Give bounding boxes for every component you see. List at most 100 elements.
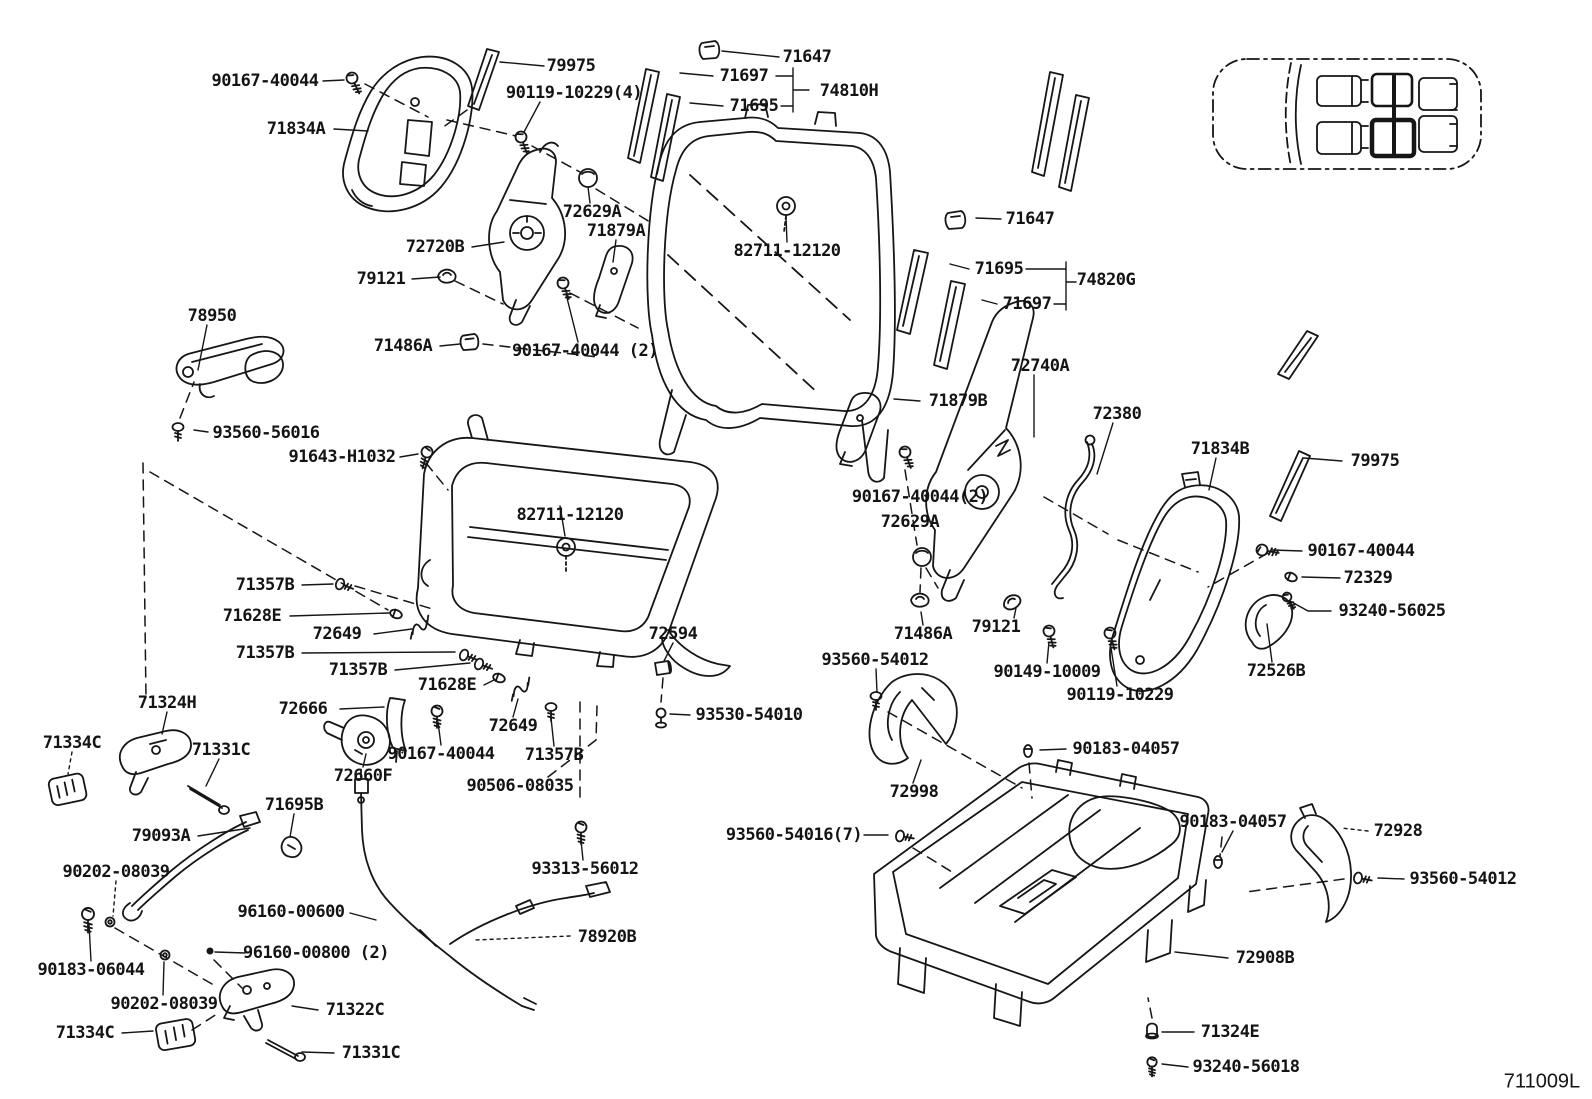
part-label-82711-12120-2: 82711-12120	[516, 505, 624, 525]
part-label-71334c: 71334C	[42, 733, 102, 753]
part-label-90183-04057-2: 90183-04057	[1179, 812, 1287, 832]
part-label-93240-56025: 93240-56025	[1338, 601, 1446, 621]
recliner-72720b	[489, 143, 565, 325]
part-label-72629a: 72629A	[562, 202, 622, 222]
bracket-71879b	[836, 393, 880, 466]
part-label-71357b: 71357B	[235, 575, 295, 595]
clamp-71695b	[282, 837, 302, 857]
part-label-90119-10229-2: 90119-10229	[1066, 685, 1174, 705]
part-label-72928: 72928	[1373, 821, 1423, 841]
part-label-90506-08035: 90506-08035	[466, 776, 574, 796]
part-label-71695b: 71695B	[264, 795, 324, 815]
seat-base-pan	[874, 760, 1209, 1026]
part-label-71357b-2: 71357B	[235, 643, 295, 663]
part-label-79121-2: 79121	[971, 617, 1021, 637]
part-label-72660f: 72660F	[333, 766, 393, 786]
part-label-71834a: 71834A	[266, 119, 326, 139]
striker-71334c-a	[48, 773, 88, 807]
part-label-72740a: 72740A	[1010, 356, 1070, 376]
part-label-79121: 79121	[356, 269, 406, 289]
lever-72666	[387, 698, 406, 762]
part-label-74810h: 74810H	[819, 81, 879, 101]
part-label-93240-56018: 93240-56018	[1192, 1057, 1300, 1077]
bracket-71879a	[594, 246, 633, 318]
cover-72928	[1291, 804, 1351, 922]
part-label-71628e-2: 71628E	[417, 675, 477, 695]
seat-back-board	[647, 104, 895, 482]
bolt-71331c-b	[266, 1040, 305, 1061]
part-label-93530-54010: 93530-54010	[695, 705, 803, 725]
part-label-90183-04057: 90183-04057	[1072, 739, 1180, 759]
part-label-71647: 71647	[782, 47, 832, 67]
part-label-71647-2: 71647	[1005, 209, 1055, 229]
part-label-72649-2: 72649	[488, 716, 538, 736]
part-label-71879a: 71879A	[586, 221, 646, 241]
part-label-72594: 72594	[648, 624, 698, 644]
bolt-71331c-a	[188, 786, 229, 814]
part-label-96160-00600: 96160-00600	[237, 902, 345, 922]
part-label-90167-40044-5: 90167-40044	[387, 744, 495, 764]
part-label-71697: 71697	[719, 66, 769, 86]
hinge-71322c	[220, 969, 294, 1030]
part-label-93560-54016-7: 93560-54016(7)	[725, 825, 863, 845]
part-label-82711-12120: 82711-12120	[733, 241, 841, 261]
part-label-72998: 72998	[889, 782, 939, 802]
part-label-78920b: 78920B	[577, 927, 637, 947]
part-label-93560-54012-2: 93560-54012	[1409, 869, 1517, 889]
part-label-78950: 78950	[187, 306, 237, 326]
part-label-79975: 79975	[546, 56, 596, 76]
part-label-71331c: 71331C	[191, 740, 251, 760]
part-label-96160-00800-2: 96160-00800 (2)	[242, 943, 390, 963]
label-leader-lines	[68, 51, 1404, 1067]
part-label-72666: 72666	[278, 699, 328, 719]
part-label-71695-2: 71695	[974, 259, 1024, 279]
part-label-71486a: 71486A	[373, 336, 433, 356]
lock-rod-72380	[1052, 436, 1095, 599]
part-label-79093a: 79093A	[131, 826, 191, 846]
part-label-90167-40044-4: 90167-40044	[1307, 541, 1415, 561]
part-label-91643-h1032: 91643-H1032	[288, 447, 396, 467]
part-label-71324h: 71324H	[137, 693, 197, 713]
part-label-71879b: 71879B	[928, 391, 988, 411]
part-label-90167-40044-2: 90167-40044 (2)	[511, 341, 659, 361]
part-label-90167-40044: 90167-40044	[211, 71, 319, 91]
part-label-71357b-4: 71357B	[524, 745, 584, 765]
striker-71334c-b	[155, 1018, 196, 1051]
part-label-71322c: 71322C	[325, 1000, 385, 1020]
cable-78920b	[355, 770, 610, 1010]
part-label-72329: 72329	[1343, 568, 1393, 588]
part-label-90202-08039-2: 90202-08039	[110, 994, 218, 1014]
part-label-90149-10009: 90149-10009	[993, 662, 1101, 682]
part-label-72908b: 72908B	[1235, 948, 1295, 968]
shield-72998	[869, 674, 956, 764]
part-label-71357b-3: 71357B	[328, 660, 388, 680]
cover-71834a	[343, 57, 472, 212]
part-label-72720b: 72720B	[405, 237, 465, 257]
part-label-79975-2: 79975	[1350, 451, 1400, 471]
part-label-74820g: 74820G	[1076, 270, 1136, 290]
part-label-72380: 72380	[1092, 404, 1142, 424]
lock-72660f	[324, 715, 390, 764]
part-label-93560-56016: 93560-56016	[212, 423, 320, 443]
assembly-dashed-lines	[115, 84, 1344, 1030]
part-label-90167-40044-3: 90167-40044(2)	[851, 487, 989, 507]
recliner-72740a	[926, 301, 1034, 601]
part-label-90119-10229-4: 90119-10229(4)	[505, 83, 643, 103]
part-label-71324e: 71324E	[1200, 1022, 1260, 1042]
trim-strips	[468, 49, 1318, 521]
car-inset-graphic	[1213, 59, 1481, 169]
hinge-71324h	[120, 730, 191, 794]
part-label-71697-2: 71697	[1002, 294, 1052, 314]
part-label-90183-06044: 90183-06044	[37, 960, 145, 980]
part-label-93313-56012: 93313-56012	[531, 859, 639, 879]
part-label-93560-54012: 93560-54012	[821, 650, 929, 670]
part-label-72526b: 72526B	[1246, 661, 1306, 681]
part-label-72649: 72649	[312, 624, 362, 644]
part-label-90202-08039: 90202-08039	[62, 862, 170, 882]
part-label-71334c-2: 71334C	[55, 1023, 115, 1043]
part-label-71331c-2: 71331C	[341, 1043, 401, 1063]
cover-71834b	[1110, 472, 1239, 691]
cover-72526b	[1246, 595, 1293, 649]
